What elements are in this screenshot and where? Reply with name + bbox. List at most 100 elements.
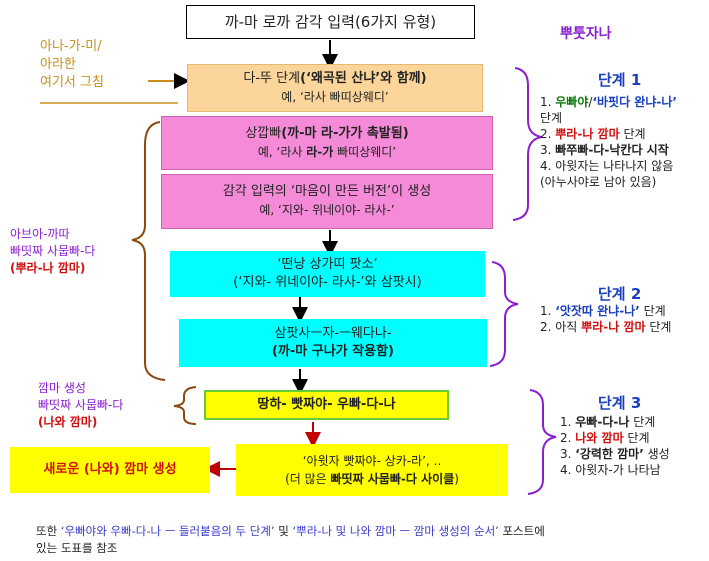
stage1-item: 3. 빠쭈빠-다-낙칸다 시작 <box>540 142 677 158</box>
stage3-item: 3. ‘강력한 깜마’ 생성 <box>560 446 670 462</box>
stage3-item: 1. 우빠-다-나 단계 <box>560 414 670 430</box>
stage1-item-number: 1. <box>540 95 556 109</box>
stage1-item-text: ‘바핏다 완냐-나’ <box>592 95 677 109</box>
sangappa-sub-bold: 라-가 <box>306 145 334 159</box>
stage3-item-number: 1. <box>560 415 576 429</box>
danta-box: 다-뚜 단계(‘왜곡된 산냐’와 함께) 예, ‘라사 빠띠상웨디’ <box>187 64 483 112</box>
stage3-title: 단계 3 <box>598 394 642 412</box>
sangappa-box: 상깝빠(까-마 라-가가 촉발됨) 예, ‘라사 라-가 빠띠상웨디’ <box>161 116 493 170</box>
stage1-item-text: 우빠야 <box>555 95 589 109</box>
stage3-item-number: 2. <box>560 431 576 445</box>
stage1-item: 2. 뿌라-나 깜마 단계 <box>540 126 677 142</box>
awijja-line2: (더 많은 빠띳짜 사뭅빠-다 사이클) <box>236 470 508 488</box>
footer-note: 또한 ‘우빠야와 우빠-다-나 ㅡ 들러붙음의 두 단계’ 및 ‘뿌라-나 및 … <box>36 523 545 557</box>
stage1-item-text: (아누사야로 남아 있음) <box>540 175 657 189</box>
left-note-nawa-line3: (나와 깜마) <box>38 415 98 429</box>
sangappa-line1: 상깝빠(까-마 라-가가 촉발됨) <box>162 125 492 143</box>
footer-link-upaya[interactable]: ‘우빠야와 우빠-다-나 ㅡ 들러붙음의 두 단계’ <box>60 524 275 538</box>
left-brace-big <box>131 121 166 381</box>
right-brace-1 <box>512 67 543 221</box>
top-box-text: 까-마 로까 감각 입력(6가지 유형) <box>224 13 437 31</box>
footer-mid: 및 <box>274 524 293 538</box>
left-note-stop-line1: 아나-가-미/ <box>40 39 102 54</box>
awijja-line2-post: ) <box>454 472 459 486</box>
stage1-item-text: 단계 <box>540 111 563 125</box>
stage1-item-text: 아윗자는 나타나지 않음 <box>555 159 674 173</box>
stage2-item: 2. 아직 뿌라-나 깜마 단계 <box>540 319 671 335</box>
stage3-item: 2. 나와 깜마 단계 <box>560 430 670 446</box>
stage3-item-text: 단계 <box>629 415 656 429</box>
awijja-line1: ‘아윗자 빳짜야- 상카-라’, .. <box>302 454 442 468</box>
left-note-nawa-line1: 깜마 생성 <box>38 381 86 395</box>
stage1-item-text: 뿌라-나 깜마 <box>555 127 620 141</box>
sangappa-pre: 상깝빠 <box>245 126 282 141</box>
sampassa-line2: (까-마 구나가 작용함) <box>271 344 394 359</box>
left-note-stop-line3: 여기서 그침 <box>40 75 104 90</box>
danta-line1: 다-뚜 단계(‘왜곡된 산냐’와 함께) <box>188 70 482 88</box>
stage3-item-number: 3. <box>560 447 576 461</box>
top-right-label: 뿌툿자나 <box>560 26 612 42</box>
stage3-item-text: 우빠-다-나 <box>575 415 630 429</box>
stage1-item-text: / <box>588 95 593 109</box>
gamgak-box: 감각 입력의 ‘마음이 만든 버전’이 생성 예, ‘지와- 위네이야- 라사-… <box>161 174 493 229</box>
new-kamma-box: 새로운 (나와) 깜마 생성 <box>10 447 210 493</box>
footer-line2: 있는 도표를 참조 <box>36 541 118 555</box>
left-note-stop-line2: 아라한 <box>40 57 76 72</box>
sampassa-line1: 삼팟사ㅡ자-ㅡ웨다나- <box>274 326 392 341</box>
sangappa-sub: 예, ‘라사 라-가 빠띠상웨디’ <box>162 143 492 161</box>
stage3-item-text: 단계 <box>623 431 650 445</box>
ttenang-box: ‘떤낭 상가띠 팟소’ (‘지와- 위네이야- 라사-’와 삼팟시) <box>170 251 485 297</box>
left-note-nawa-line2: 빠띳짜 사뭅빠-다 <box>38 398 124 412</box>
gamgak-sub: 예, ‘지와- 위네이야- 라사-’ <box>259 203 395 217</box>
left-note-purana-line2: 빠띳짜 사뭅빠-다 <box>10 244 96 258</box>
stage2-item-text: 뿌라-나 깜마 <box>581 320 646 334</box>
stage3-item: 4. 아윗자-가 나타남 <box>560 462 670 478</box>
stage1-item: 1. 우빠야/‘바핏다 완냐-나’ <box>540 94 677 110</box>
stage1-item-number: 4. <box>540 159 556 173</box>
danta-pre: 다-뚜 단계 <box>243 71 301 86</box>
awijja-box: ‘아윗자 빳짜야- 상카-라’, .. (더 많은 빠띳짜 사뭅빠-다 사이클) <box>236 444 508 496</box>
footer-link-purana[interactable]: ‘뿌라-나 및 나와 깜마 ㅡ 깜마 생성의 순서’ <box>292 524 499 538</box>
footer-pre: 또한 <box>36 524 61 538</box>
stage1-item-number: 3. <box>540 143 556 157</box>
stage1-title: 단계 1 <box>598 71 642 89</box>
stage2-item-text: ‘앗잣따 완냐-나’ <box>555 304 640 318</box>
gamgak-line1: 감각 입력의 ‘마음이 만든 버전’이 생성 <box>222 184 432 199</box>
stage2-item-text: 단계 <box>645 320 672 334</box>
right-brace-2 <box>489 261 519 367</box>
sangappa-sub-pre: 예, ‘라사 <box>257 145 307 159</box>
left-note-purana-line3: (뿌라-나 깜마) <box>10 261 86 275</box>
stage1-item-number: 2. <box>540 127 556 141</box>
stage3-item-text: ‘강력한 깜마’ <box>575 447 644 461</box>
sangappa-bold: (까-마 라-가가 촉발됨) <box>281 126 409 141</box>
stage3-item-text: 나와 깜마 <box>575 431 624 445</box>
stage2-item: 1. ‘앗잣따 완냐-나’ 단계 <box>540 303 671 319</box>
sampassa-box: 삼팟사ㅡ자-ㅡ웨다나- (까-마 구나가 작용함) <box>179 319 487 367</box>
stage1-item-text: 빠쭈빠-다-낙칸다 시작 <box>555 143 669 157</box>
top-box: 까-마 로까 감각 입력(6가지 유형) <box>186 5 475 39</box>
stage2-title: 단계 2 <box>598 285 642 303</box>
stage2-item-text: 단계 <box>639 304 666 318</box>
stage2-item-number: 2. <box>540 320 556 334</box>
sangappa-sub-post: 빠띠상웨디’ <box>333 145 397 159</box>
left-note-purana-line1: 아브아-까따 <box>10 227 70 241</box>
footer-post: 포스트에 <box>498 524 545 538</box>
ttenang-line2: (‘지와- 위네이야- 라사-’와 삼팟시) <box>233 275 422 290</box>
tanha-box: 땅하- 빳짜야- 우빠-다-나 <box>204 390 449 420</box>
stage3-item-text: 아윗자-가 나타남 <box>575 463 661 477</box>
stage2-item-number: 1. <box>540 304 556 318</box>
tanha-text: 땅하- 빳짜야- 우빠-다-나 <box>257 397 396 412</box>
danta-bold: (‘왜곡된 산냐’와 함께) <box>300 71 427 86</box>
stage1-item-text: 단계 <box>619 127 646 141</box>
stage1-item: 단계 <box>540 110 677 126</box>
left-note-nawa: 깜마 생성 빠띳짜 사뭅빠-다 (나와 깜마) <box>38 380 123 431</box>
new-kamma-text: 새로운 (나와) 깜마 생성 <box>43 462 177 477</box>
left-note-purana: 아브아-까따 빠띳짜 사뭅빠-다 (뿌라-나 깜마) <box>10 226 95 277</box>
awijja-line2-bold: 빠띳짜 사뭅빠-다 사이클 <box>330 472 455 486</box>
ttenang-line1: ‘떤낭 상가띠 팟소’ <box>277 257 378 272</box>
right-brace-3 <box>527 389 557 495</box>
